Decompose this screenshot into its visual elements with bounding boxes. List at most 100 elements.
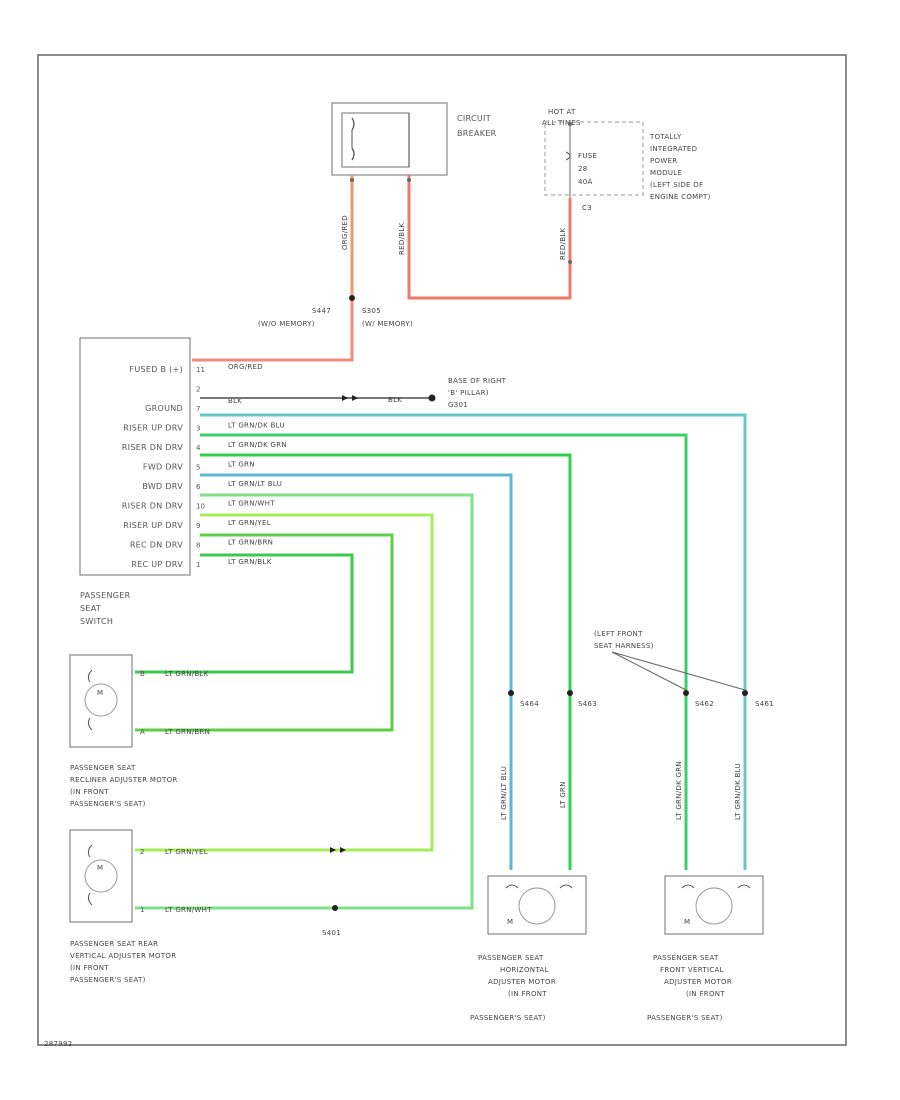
switch-row-pin: 9 <box>196 522 200 530</box>
horiz-label-5: PASSENGER'S SEAT) <box>470 1014 546 1022</box>
switch-row-wire: LT GRN <box>228 461 255 469</box>
switch-label-3: SWITCH <box>80 617 113 626</box>
switch-row-label: RISER UP DRV <box>123 521 183 530</box>
figure-id: 287992 <box>44 1040 73 1048</box>
switch-row-label: FWD DRV <box>143 463 183 472</box>
switch-row-wire: ORG/RED <box>228 363 263 371</box>
rear-vert-pin-2: 2 <box>140 848 144 856</box>
rear-vert-label-2: VERTICAL ADJUSTER MOTOR <box>70 952 176 960</box>
switch-row-wire: LT GRN/YEL <box>228 519 271 527</box>
switch-row-pin: 2 <box>196 386 200 394</box>
switch-row-pin: 1 <box>196 561 200 569</box>
switch-row-label: REC UP DRV <box>131 560 183 569</box>
switch-row-label: BWD DRV <box>142 482 183 491</box>
front-vert-label-3: ADJUSTER MOTOR <box>664 978 732 986</box>
rear-vert-motor-m: M <box>97 864 103 872</box>
vwire-label-s462: LT GRN/DK GRN <box>675 761 683 820</box>
switch-row-pin: 4 <box>196 444 201 452</box>
tipm-fuse-label: FUSE <box>578 152 597 160</box>
wire-label-tipm: RED/BLK <box>559 227 567 260</box>
horiz-label-2: HORIZONTAL <box>500 966 549 974</box>
harness-label-2: SEAT HARNESS) <box>594 642 654 650</box>
rear-vert-label-1: PASSENGER SEAT REAR <box>70 940 158 948</box>
switch-label-2: SEAT <box>80 604 101 613</box>
switch-row-pin: 8 <box>196 542 200 550</box>
wire-label-cb-right: RED/BLK <box>398 222 406 255</box>
switch-row-label: RISER DN DRV <box>122 443 183 452</box>
rear-vert-label-3: (IN FRONT <box>70 964 109 972</box>
wire-label-cb-left: ORG/RED <box>341 215 349 250</box>
recliner-wire-b: LT GRN/BRN <box>165 728 210 736</box>
horiz-label-1: PASSENGER SEAT <box>478 954 544 962</box>
diagram-frame <box>37 54 847 1046</box>
recliner-label-4: PASSENGER'S SEAT) <box>70 800 146 808</box>
rear-vertical-adjuster-motor: M 2 1 LT GRN/YEL LT GRN/WHT PASSENGER SE… <box>69 829 212 984</box>
recliner-adjuster-motor: M B A LT GRN/BLK LT GRN/BRN PASSENGER SE… <box>69 654 210 808</box>
switch-row-wire: LT GRN/BRN <box>228 539 273 547</box>
splice-s462-id: S462 <box>695 700 714 708</box>
rear-vert-wire-b: LT GRN/WHT <box>165 906 212 914</box>
front-vert-label-4: (IN FRONT <box>686 990 725 998</box>
front-vert-label-2: FRONT VERTICAL <box>660 966 724 974</box>
tipm-pin: C3 <box>582 204 592 212</box>
tipm-label-4: MODULE <box>650 169 682 177</box>
splice-s305-sub: (W/ MEMORY) <box>362 320 413 328</box>
switch-row-pin: 10 <box>196 503 205 511</box>
rear-vert-label-4: PASSENGER'S SEAT) <box>70 976 146 984</box>
switch-label-1: PASSENGER <box>80 591 131 600</box>
switch-row-label: GROUND <box>145 404 183 413</box>
circuit-breaker-label-2: BREAKER <box>457 129 497 138</box>
rear-vert-pin-1: 1 <box>140 906 144 914</box>
power-wires: ORG/RED RED/BLK RED/BLK S447 (W/O MEMORY… <box>192 175 572 362</box>
splice-s401-id: S401 <box>322 929 341 937</box>
vwire-label-s463: LT GRN <box>559 781 567 808</box>
switch-row-pin: 3 <box>196 425 200 433</box>
tipm-label-3: POWER <box>650 157 677 165</box>
harness-label-1: (LEFT FRONT <box>594 630 643 638</box>
recliner-wire-a: LT GRN/BLK <box>165 670 209 678</box>
switch-row-wire: LT GRN/BLK <box>228 558 272 566</box>
switch-row-wire: LT GRN/DK GRN <box>228 441 287 449</box>
tipm-label-6: ENGINE COMPT) <box>650 193 711 201</box>
recliner-label-3: (IN FRONT <box>70 788 109 796</box>
tipm-fuse-rating: 40A <box>578 178 593 186</box>
horiz-motor-m: M <box>507 918 513 926</box>
splice-s447-sub: (W/O MEMORY) <box>258 320 315 328</box>
splice-s463-id: S463 <box>578 700 597 708</box>
switch-row-pin: 6 <box>196 483 201 491</box>
harness-splices: S464 S463 S462 S461 (LEFT FRONT SEAT HAR… <box>500 630 774 820</box>
tipm-label-5: (LEFT SIDE OF <box>650 181 703 189</box>
front-vert-motor-m: M <box>684 918 690 926</box>
switch-row-pin: 7 <box>196 405 200 413</box>
circuit-breaker: CIRCUIT BREAKER <box>331 102 497 176</box>
signal-wires: S401 <box>135 413 747 937</box>
vwire-label-s464: LT GRN/LT BLU <box>500 766 508 820</box>
switch-row-wire: LT GRN/DK BLU <box>228 422 285 430</box>
switch-row-label: REC DN DRV <box>130 541 183 550</box>
switch-row-pin: 11 <box>196 366 205 374</box>
switch-row-wire: LT GRN/WHT <box>228 500 275 508</box>
tipm-label-2: INTEGRATED <box>650 145 697 153</box>
rear-vert-wire-a: LT GRN/YEL <box>165 848 208 856</box>
switch-row-pin: 5 <box>196 464 200 472</box>
tipm-module: HOT AT ALL TIMES FUSE 28 40A TOTALLY INT… <box>542 108 711 212</box>
recliner-label-1: PASSENGER SEAT <box>70 764 136 772</box>
tipm-label-1: TOTALLY <box>649 133 682 141</box>
recliner-pin-b: B <box>140 670 145 678</box>
recliner-pin-a: A <box>140 728 145 736</box>
front-vert-label-5: PASSENGER'S SEAT) <box>647 1014 723 1022</box>
front-vert-label-1: PASSENGER SEAT <box>653 954 719 962</box>
splice-s305-id: S305 <box>362 307 381 315</box>
horiz-label-3: ADJUSTER MOTOR <box>488 978 556 986</box>
switch-row-label: RISER UP DRV <box>123 424 183 433</box>
splice-s464-id: S464 <box>520 700 539 708</box>
splice-s447-id: S447 <box>312 307 331 315</box>
tipm-fuse-number: 28 <box>578 165 588 173</box>
circuit-breaker-label-1: CIRCUIT <box>457 114 491 123</box>
switch-row-label: FUSED B (+) <box>129 365 183 374</box>
ground-connection: BLK BASE OF RIGHT 'B' PILLAR) G301 <box>200 377 506 409</box>
recliner-motor-m: M <box>97 689 103 697</box>
splice-s461-id: S461 <box>755 700 774 708</box>
